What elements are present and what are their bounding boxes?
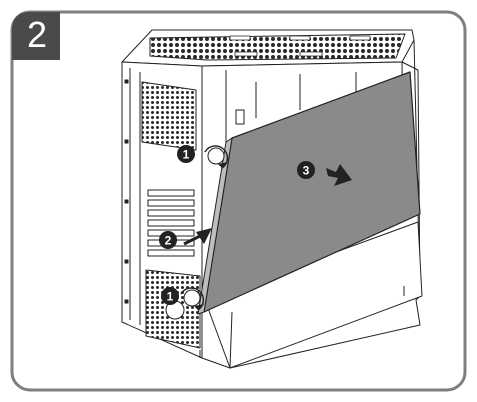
thumbscrew-top [204, 145, 229, 169]
callout-1-bottom: 1 [161, 287, 179, 305]
callout-2-label: 2 [165, 234, 172, 248]
psu-shroud [204, 221, 423, 369]
side-panel-edge [197, 136, 233, 315]
step-badge [12, 12, 60, 60]
rear-mesh [141, 81, 197, 151]
callout-3-label: 3 [303, 164, 310, 178]
arrow-slide-icon [326, 164, 352, 186]
step-number: 2 [26, 14, 48, 55]
callout-3: 3 [297, 161, 315, 179]
callout-1-top-label: 1 [183, 148, 190, 162]
thumbscrew-bottom [180, 287, 205, 311]
callout-1-top: 1 [177, 145, 195, 163]
top-mesh [149, 33, 406, 61]
callout-2: 2 [159, 231, 177, 249]
callout-1-bottom-label: 1 [167, 290, 174, 304]
arrow-pull-icon [183, 228, 212, 246]
